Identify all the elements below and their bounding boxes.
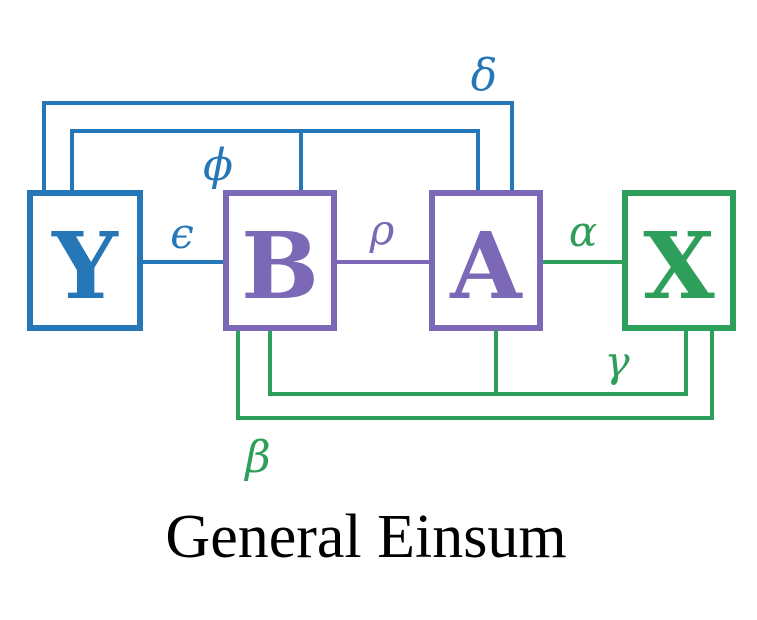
node-b-label: B bbox=[241, 212, 319, 320]
edge-beta-label: β bbox=[243, 432, 270, 483]
node-x: X bbox=[622, 190, 736, 331]
node-a-label: A bbox=[449, 212, 523, 320]
node-a: A bbox=[429, 190, 543, 331]
node-x-label: X bbox=[643, 212, 715, 320]
edge-epsilon-label: ϵ bbox=[170, 209, 194, 258]
edge-delta-label: δ bbox=[471, 50, 498, 101]
edge-rho-label: ρ bbox=[369, 205, 395, 254]
edge-phi bbox=[70, 129, 480, 193]
edge-phi-label: ϕ bbox=[203, 140, 233, 191]
node-y: Y bbox=[27, 190, 143, 331]
edge-alpha-label: α bbox=[569, 207, 597, 256]
diagram-caption: General Einsum bbox=[165, 503, 566, 571]
edge-delta bbox=[42, 101, 514, 193]
edge-gamma-label: γ bbox=[604, 337, 630, 386]
edge-beta bbox=[236, 328, 714, 420]
edge-gamma bbox=[268, 328, 688, 396]
node-b: B bbox=[223, 190, 337, 331]
node-y-label: Y bbox=[51, 212, 119, 320]
